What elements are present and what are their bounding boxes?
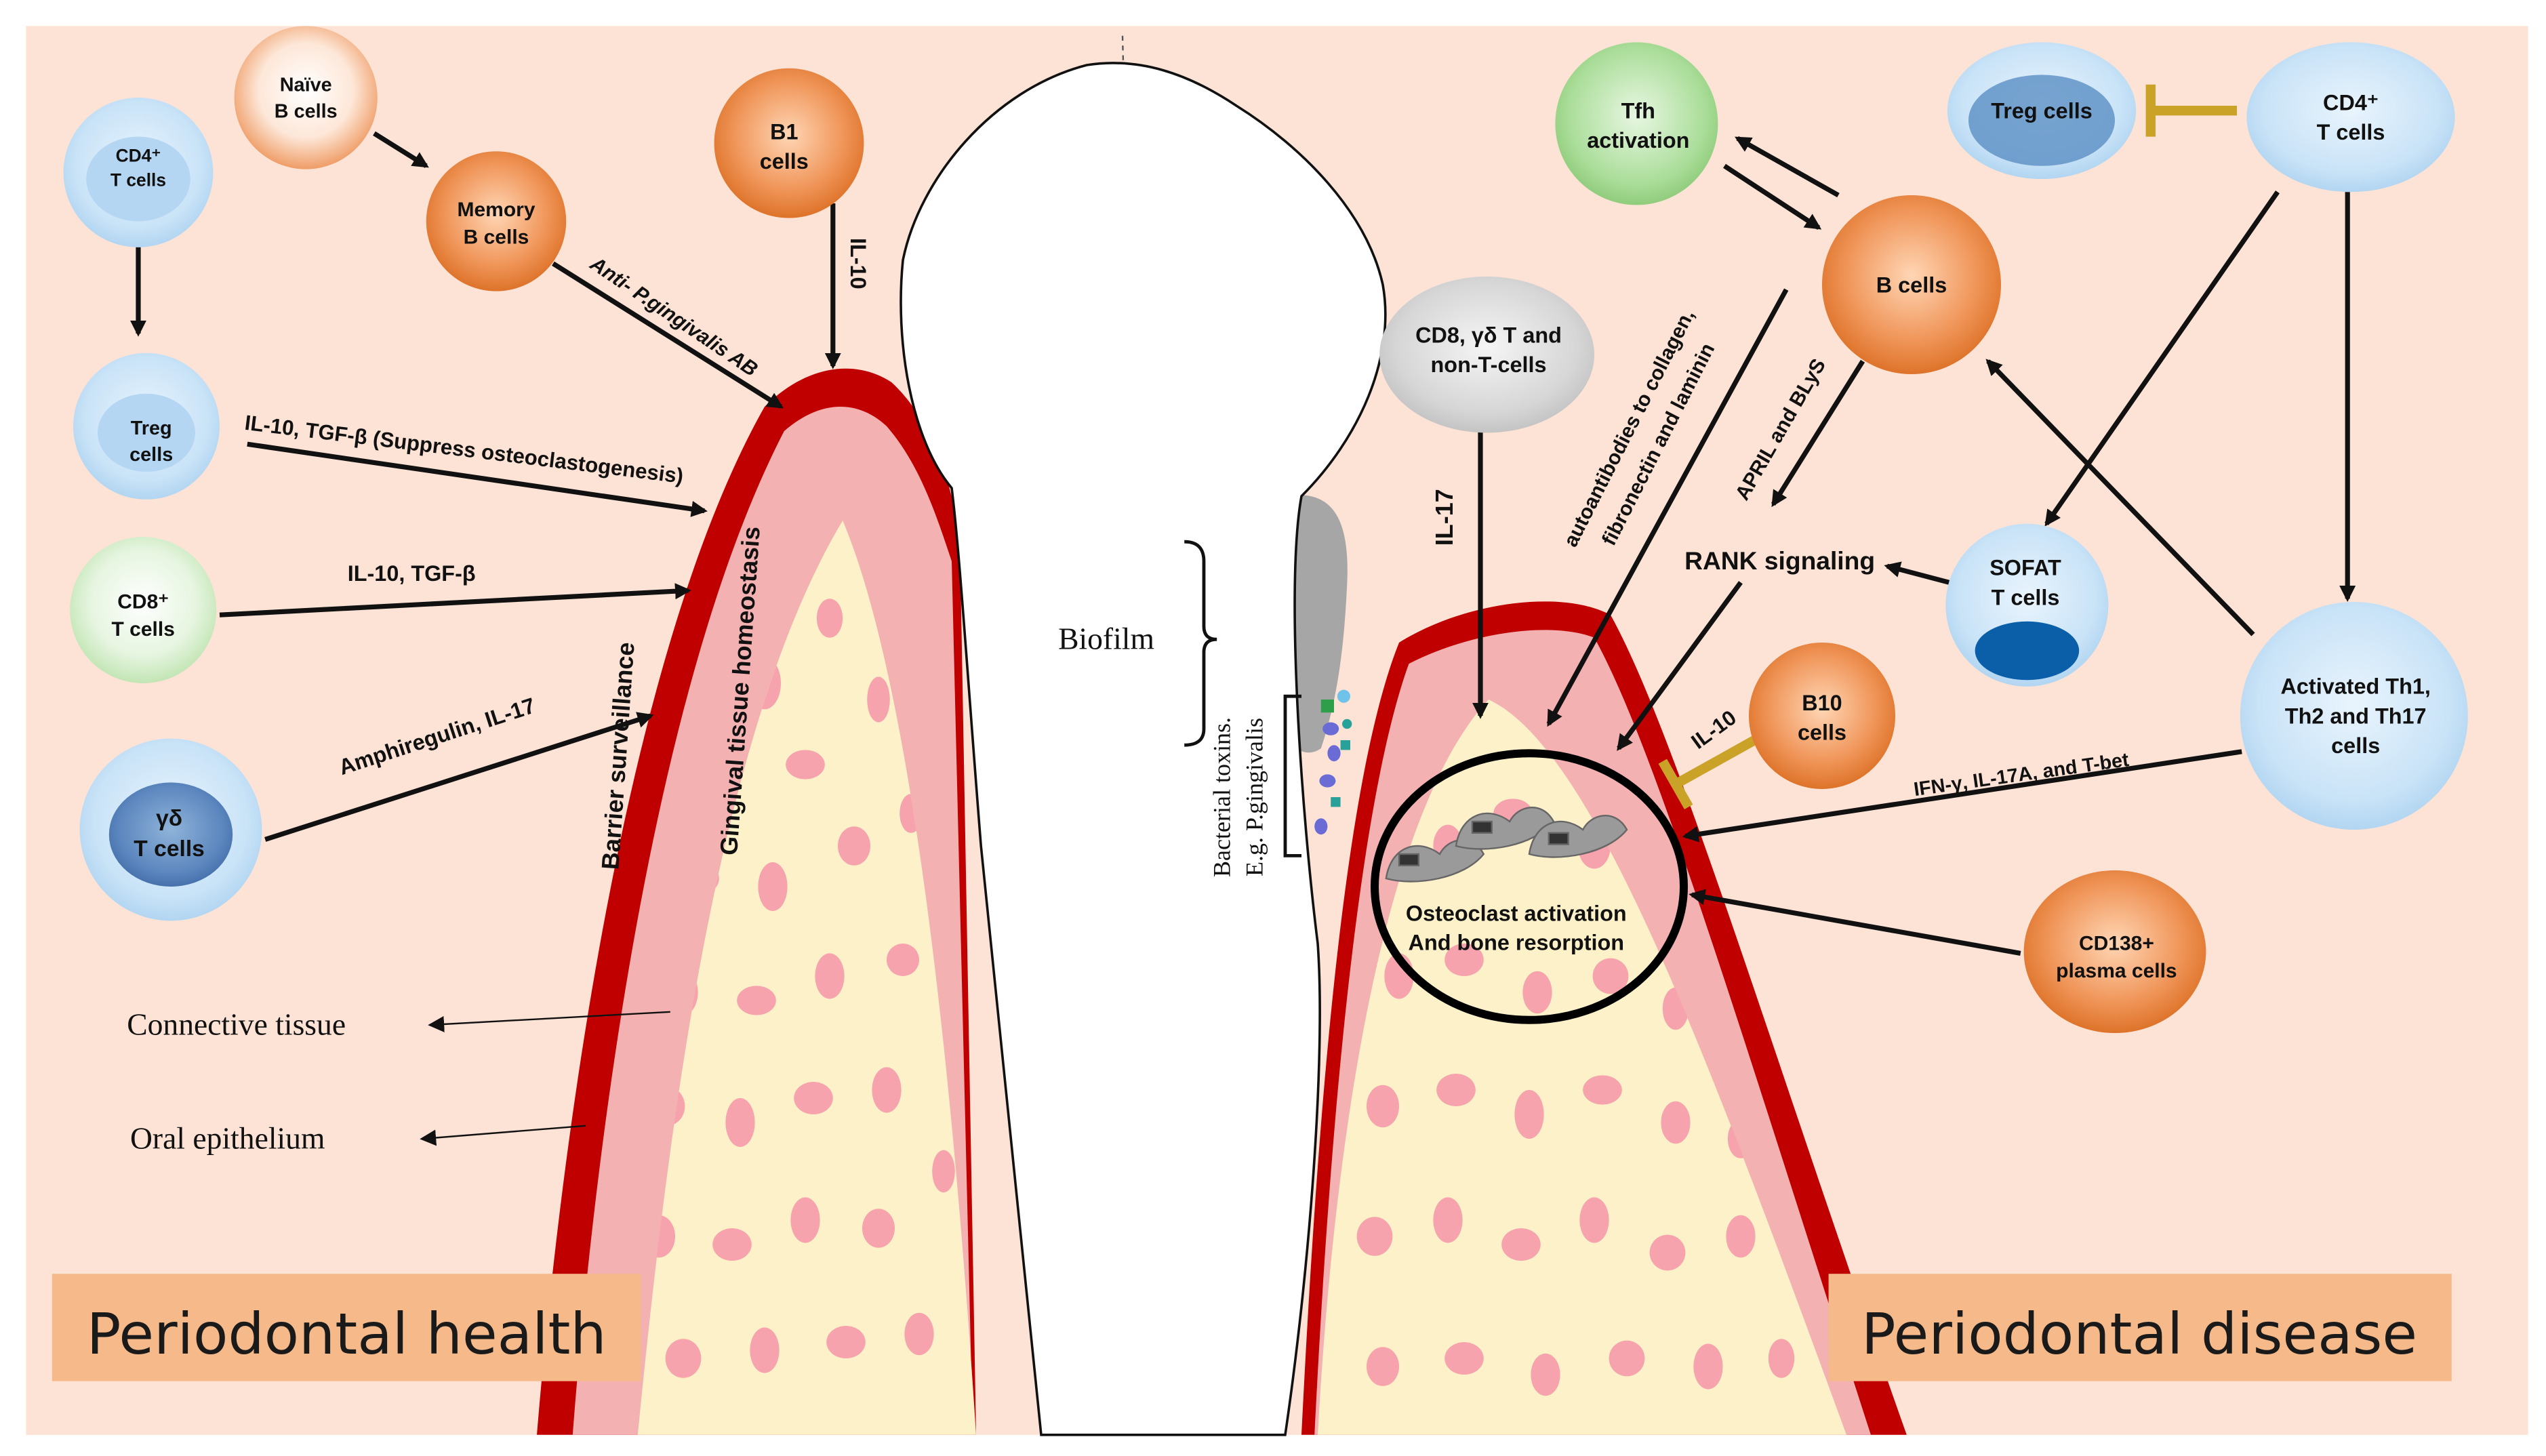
b10-cells	[1749, 643, 1895, 789]
naive-b-cells	[234, 26, 378, 169]
cell-label-cd138-1: plasma cells	[2056, 960, 2177, 982]
label-oral-epi: Oral epithelium	[130, 1120, 325, 1155]
inhibition-bars	[1658, 84, 2237, 809]
disease-label-box	[1828, 1274, 2452, 1381]
arrow-sofat-to-rank	[1884, 561, 1950, 585]
cell-label-cd4_left-1: T cells	[110, 169, 166, 190]
label-osteo-2: And bone resorption	[1409, 931, 1624, 955]
arrow-autoantibodies	[1546, 288, 1789, 727]
right-bone	[1318, 700, 1846, 1435]
activated-th-cells	[2240, 602, 2468, 830]
cell-label-cd8-1: T cells	[112, 618, 175, 641]
cell-label-b_cells-0: B cells	[1876, 272, 1947, 297]
toxins-bracket	[1283, 694, 1301, 857]
label-rank: RANK signaling	[1684, 546, 1875, 575]
gd-t-cells	[79, 738, 262, 921]
label-osteo-1: Osteoclast activation	[1406, 901, 1627, 925]
cell-label-activated_th-1: Th2 and Th17	[2285, 704, 2427, 728]
cell-label-naive_b-1: B cells	[275, 101, 338, 123]
thin-arrows	[420, 1011, 670, 1146]
label-toxins-2: E.g. P.gingivalis	[1240, 718, 1268, 876]
cell-label-cd4_right-1: T cells	[2317, 120, 2385, 144]
cell-label-tfh-1: activation	[1587, 128, 1689, 153]
cd138-plasma-cells	[2023, 870, 2206, 1033]
cell-label-cd4_right-0: CD4⁺	[2323, 90, 2379, 115]
arrow-cd138	[1689, 889, 2021, 956]
cell-label-b10-0: B10	[1802, 691, 1842, 715]
cell-label-cd8_gd_nonT-1: non-T-cells	[1431, 352, 1547, 377]
cd4-t-cells-right	[2246, 42, 2455, 193]
tooth	[900, 62, 1387, 1436]
arrow-treg-to-tissue	[247, 441, 708, 517]
arrow-activated-to-bcells	[1985, 359, 2255, 636]
cell-label-activated_th-2: cells	[2331, 733, 2380, 758]
arrow-naive-to-memory	[373, 131, 429, 168]
label-il17: IL-17	[1430, 489, 1458, 546]
arrow-gd-to-tissue	[264, 712, 654, 842]
cell-label-memory_b-0: Memory	[457, 199, 535, 221]
tfh-activation-cell	[1555, 42, 1718, 205]
b-cells-main	[1822, 195, 2001, 374]
cell-label-tfh-0: Tfh	[1621, 98, 1655, 123]
label-connective: Connective tissue	[127, 1007, 346, 1041]
cell-label-naive_b-0: Naïve	[280, 75, 332, 96]
cell-label-sofat-0: SOFAT	[1989, 556, 2061, 580]
osteoclast-zone	[1371, 749, 1688, 1024]
cd8-gd-nonT-cells	[1379, 277, 1594, 433]
panel-label-disease: Periodontal disease	[1861, 1301, 2417, 1367]
sofat-t-cells	[1945, 523, 2109, 687]
cell-label-gd-0: γδ	[156, 806, 182, 831]
cd8-t-cells	[70, 537, 217, 683]
arrow-tfh-to-b	[1723, 163, 1822, 230]
arrows	[130, 131, 2356, 956]
label-biofilm: Biofilm	[1058, 622, 1154, 656]
bacteria-cluster	[1314, 689, 1352, 835]
cell-label-cd8-0: CD8⁺	[117, 590, 169, 613]
cell-label-b1-0: B1	[770, 119, 798, 144]
treg-cells-left	[73, 352, 220, 500]
biofilm-bracket	[1184, 540, 1217, 747]
cell-label-cd4_left-0: CD4⁺	[116, 146, 161, 166]
cell-label-b1-1: cells	[760, 149, 809, 174]
cell-label-sofat-1: T cells	[1992, 585, 2060, 609]
cell-label-gd-1: T cells	[134, 836, 205, 862]
arrow-ifn	[1682, 749, 2242, 843]
memory-b-cells	[426, 151, 567, 291]
arrow-cd8-to-tissue	[219, 583, 691, 618]
health-label-box	[52, 1274, 641, 1381]
cd4-t-cells-left	[63, 98, 214, 247]
arrow-april-blys	[1771, 359, 1865, 508]
cell-label-b10-1: cells	[1798, 721, 1846, 745]
cell-label-activated_th-0: Activated Th1,	[2281, 674, 2431, 699]
cell-label-treg_right-0: Treg cells	[1991, 99, 2092, 123]
panel-label-health: Periodontal health	[87, 1301, 607, 1367]
arrow-cd4-to-sofat	[2044, 190, 2280, 527]
arrow-memory-to-gingiva	[552, 261, 784, 409]
label-cd8-signal: IL-10, TGF-β	[348, 561, 476, 586]
arrow-b-to-tfh	[1735, 136, 1840, 198]
cell-label-cd138-0: CD138+	[2079, 932, 2154, 954]
osteoclast-cells	[1385, 807, 1628, 883]
cell-label-cd8_gd_nonT-0: CD8, γδ T and	[1415, 323, 1562, 347]
left-bone	[637, 521, 976, 1435]
treg-cells-right	[1947, 42, 2137, 180]
cell-label-memory_b-1: B cells	[464, 226, 529, 249]
cell-label-treg_left-0: Treg	[131, 418, 172, 439]
label-il10-top: IL-10	[846, 238, 870, 289]
cell-label-treg_left-1: cells	[129, 444, 173, 466]
b1-cells	[714, 68, 864, 218]
label-toxins-1: Bacterial toxins.	[1208, 717, 1235, 877]
arrow-rank	[1617, 581, 1743, 751]
